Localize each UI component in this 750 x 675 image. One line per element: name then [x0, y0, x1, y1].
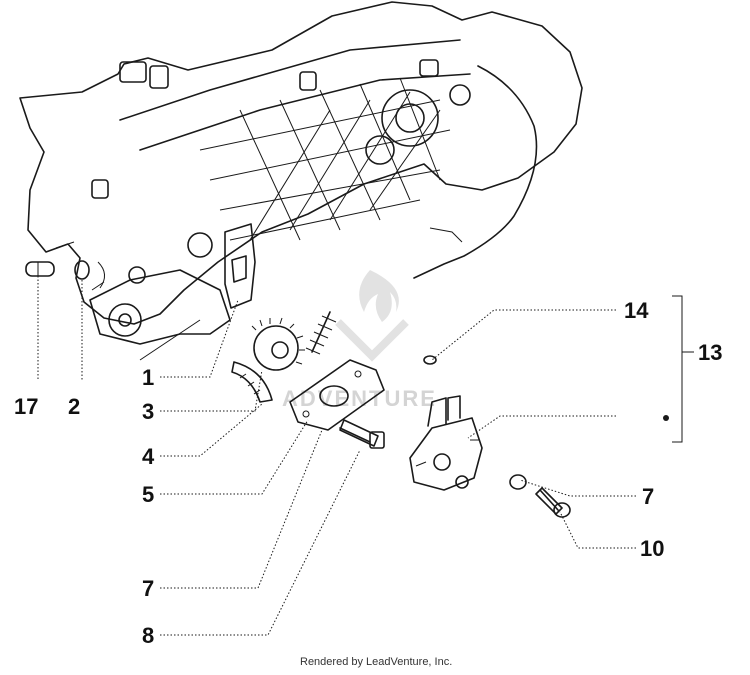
part-dot — [663, 415, 669, 421]
callout-13: 13 — [698, 340, 722, 365]
part-2-washer — [74, 260, 90, 280]
part-10-bolt — [535, 487, 571, 518]
footer-credit: Rendered by LeadVenture, Inc. — [300, 656, 452, 668]
crankcase-drawing — [19, 1, 583, 361]
watermark-logo: ADVENTURE — [282, 270, 435, 411]
leader-lines — [37, 276, 636, 636]
part-7-washer-right — [509, 474, 527, 490]
callout-8: 8 — [142, 623, 154, 648]
callout-5: 5 — [142, 482, 154, 507]
callout-1: 1 — [142, 365, 154, 390]
part-spring — [305, 311, 337, 355]
part-5-gasket — [289, 359, 385, 431]
bracket-13 — [672, 295, 694, 443]
callout-7-left: 7 — [142, 576, 154, 601]
callout-4: 4 — [142, 444, 155, 469]
part-8-bolt — [339, 419, 385, 449]
part-4-shoe — [231, 361, 273, 403]
callout-10: 10 — [640, 536, 664, 561]
part-13-pump-assembly — [409, 395, 483, 491]
callout-14: 14 — [624, 298, 649, 323]
part-14-pin — [423, 355, 437, 365]
callout-2: 2 — [68, 394, 80, 419]
part-3-gear — [251, 317, 305, 371]
callout-7-right: 7 — [642, 484, 654, 509]
callout-3: 3 — [142, 399, 154, 424]
callout-17: 17 — [14, 394, 38, 419]
part-17-dowel — [25, 261, 55, 277]
